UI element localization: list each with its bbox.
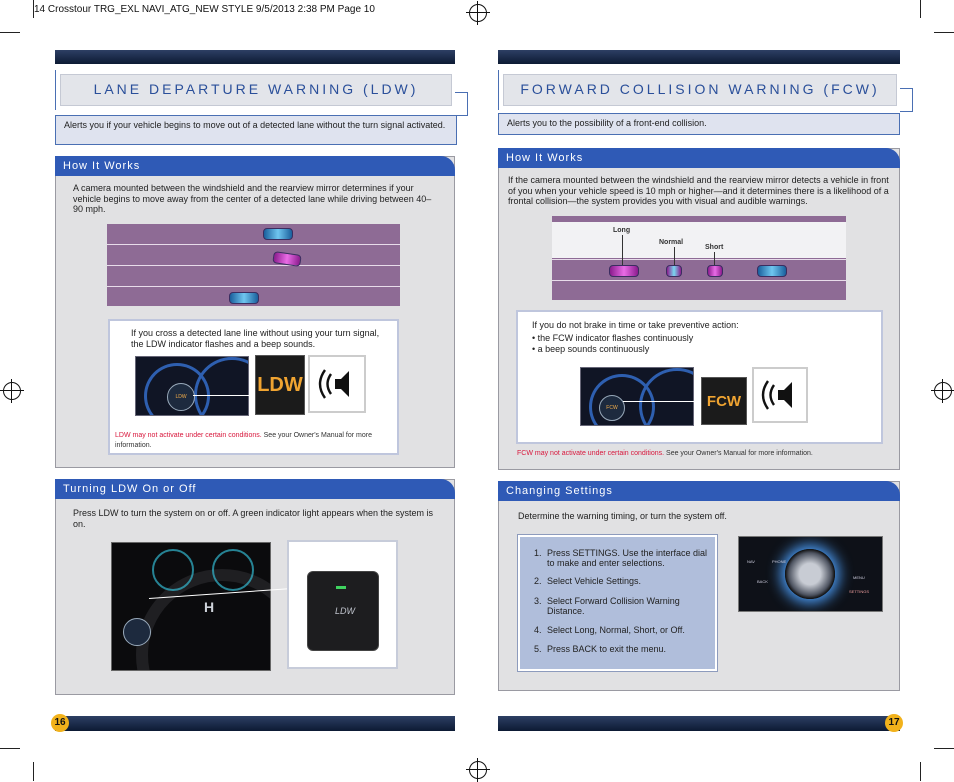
fcw-changing-text: Determine the warning timing, or turn th… [518, 511, 727, 521]
panel-label: SETTINGS [849, 589, 870, 594]
ldw-how-text: A camera mounted between the windshield … [73, 183, 432, 214]
speaker-icon [752, 367, 808, 423]
ldw-button-callout [123, 618, 151, 646]
distance-label-long: Long [613, 227, 631, 234]
fcw-alert: Alerts you to the possibility of a front… [498, 113, 900, 135]
callout-leader [193, 395, 255, 396]
distance-label-short: Short [705, 244, 724, 251]
section-tab: Turning LDW On or Off [55, 479, 455, 499]
crop-mark [0, 748, 20, 749]
fcw-indicator: FCW [701, 377, 747, 425]
distance-label-strip [552, 222, 846, 258]
crop-mark [0, 32, 20, 33]
interface-dial-image: NAV PHONE BACK MENU SETTINGS [738, 536, 883, 612]
ldw-turning-text: Press LDW to turn the system on or off. … [73, 508, 434, 529]
steering-wheel-image: H [111, 542, 271, 671]
panel-label: MENU [853, 575, 865, 580]
instrument-cluster-image [135, 356, 249, 416]
car-icon [609, 265, 639, 277]
top-nav-bar [498, 50, 900, 64]
top-nav-bar [55, 50, 455, 64]
page-title: FORWARD COLLISION WARNING (FCW) [520, 81, 880, 97]
title-bracket [900, 88, 913, 112]
fcw-how-text: If the camera mounted between the windsh… [508, 175, 889, 206]
section-tab: How It Works [498, 148, 900, 168]
registration-mark [466, 758, 490, 782]
crop-mark [33, 762, 34, 781]
ldw-button-box: LDW [287, 540, 398, 669]
distance-marker [714, 252, 715, 265]
car-icon [263, 228, 293, 240]
page-number-badge: 17 [885, 714, 903, 732]
crop-mark [934, 748, 954, 749]
panel-label: PHONE [772, 559, 787, 564]
print-slug: 14 Crosstour TRG_EXL NAVI_ATG_NEW STYLE … [34, 4, 375, 15]
registration-mark [931, 379, 954, 403]
section-tab: Changing Settings [498, 481, 900, 501]
car-icon [707, 265, 723, 277]
ldw-cross-text: If you cross a detected lane line withou… [131, 328, 380, 349]
car-icon [757, 265, 787, 277]
ldw-callout: LDW [167, 383, 195, 411]
panel-label: NAV [747, 559, 755, 564]
fcw-indicator-box [516, 310, 883, 444]
lane-line [107, 265, 400, 266]
ldw-button-label: LDW [335, 606, 355, 616]
crop-mark [33, 0, 34, 18]
distance-label-normal: Normal [659, 239, 684, 246]
registration-mark [466, 1, 490, 25]
ldw-alert: Alerts you if your vehicle begins to mov… [55, 115, 457, 145]
fcw-bullet: • the FCW indicator flashes continuously [532, 333, 694, 343]
distance-marker [622, 235, 623, 265]
fcw-callout: FCW [599, 395, 625, 421]
ldw-indicator: LDW [255, 355, 305, 415]
page-number-badge: 16 [51, 714, 69, 732]
crop-mark [934, 32, 954, 33]
crop-mark [920, 762, 921, 781]
registration-mark [0, 379, 24, 403]
bottom-bar [498, 716, 900, 731]
speaker-icon [308, 355, 366, 413]
fcw-action-text: If you do not brake in time or take prev… [532, 320, 739, 330]
lane-line [107, 286, 400, 287]
car-icon [229, 292, 259, 304]
bottom-bar [55, 716, 455, 731]
fcw-note: FCW may not activate under certain condi… [517, 450, 813, 457]
fcw-bullet: • a beep sounds continuously [532, 344, 650, 354]
lane-line [552, 280, 846, 281]
fcw-title-box: FORWARD COLLISION WARNING (FCW) [498, 70, 901, 110]
crop-mark [920, 0, 921, 18]
instrument-cluster-image [580, 367, 694, 426]
callout-leader [623, 401, 701, 402]
interface-dial [785, 549, 835, 599]
distance-marker [674, 247, 675, 265]
panel-label: BACK [757, 579, 768, 584]
lane-line [107, 244, 400, 245]
settings-steps-box: 1.Press SETTINGS. Use the interface dial… [517, 534, 718, 672]
car-icon [666, 265, 682, 277]
ldw-title-box: LANE DEPARTURE WARNING (LDW) [55, 70, 456, 110]
ldw-note: LDW may not activate under certain condi… [115, 432, 372, 449]
title-bracket [455, 92, 468, 116]
section-tab: How It Works [55, 156, 455, 176]
lane-line [552, 259, 846, 260]
page-title: LANE DEPARTURE WARNING (LDW) [93, 81, 419, 97]
